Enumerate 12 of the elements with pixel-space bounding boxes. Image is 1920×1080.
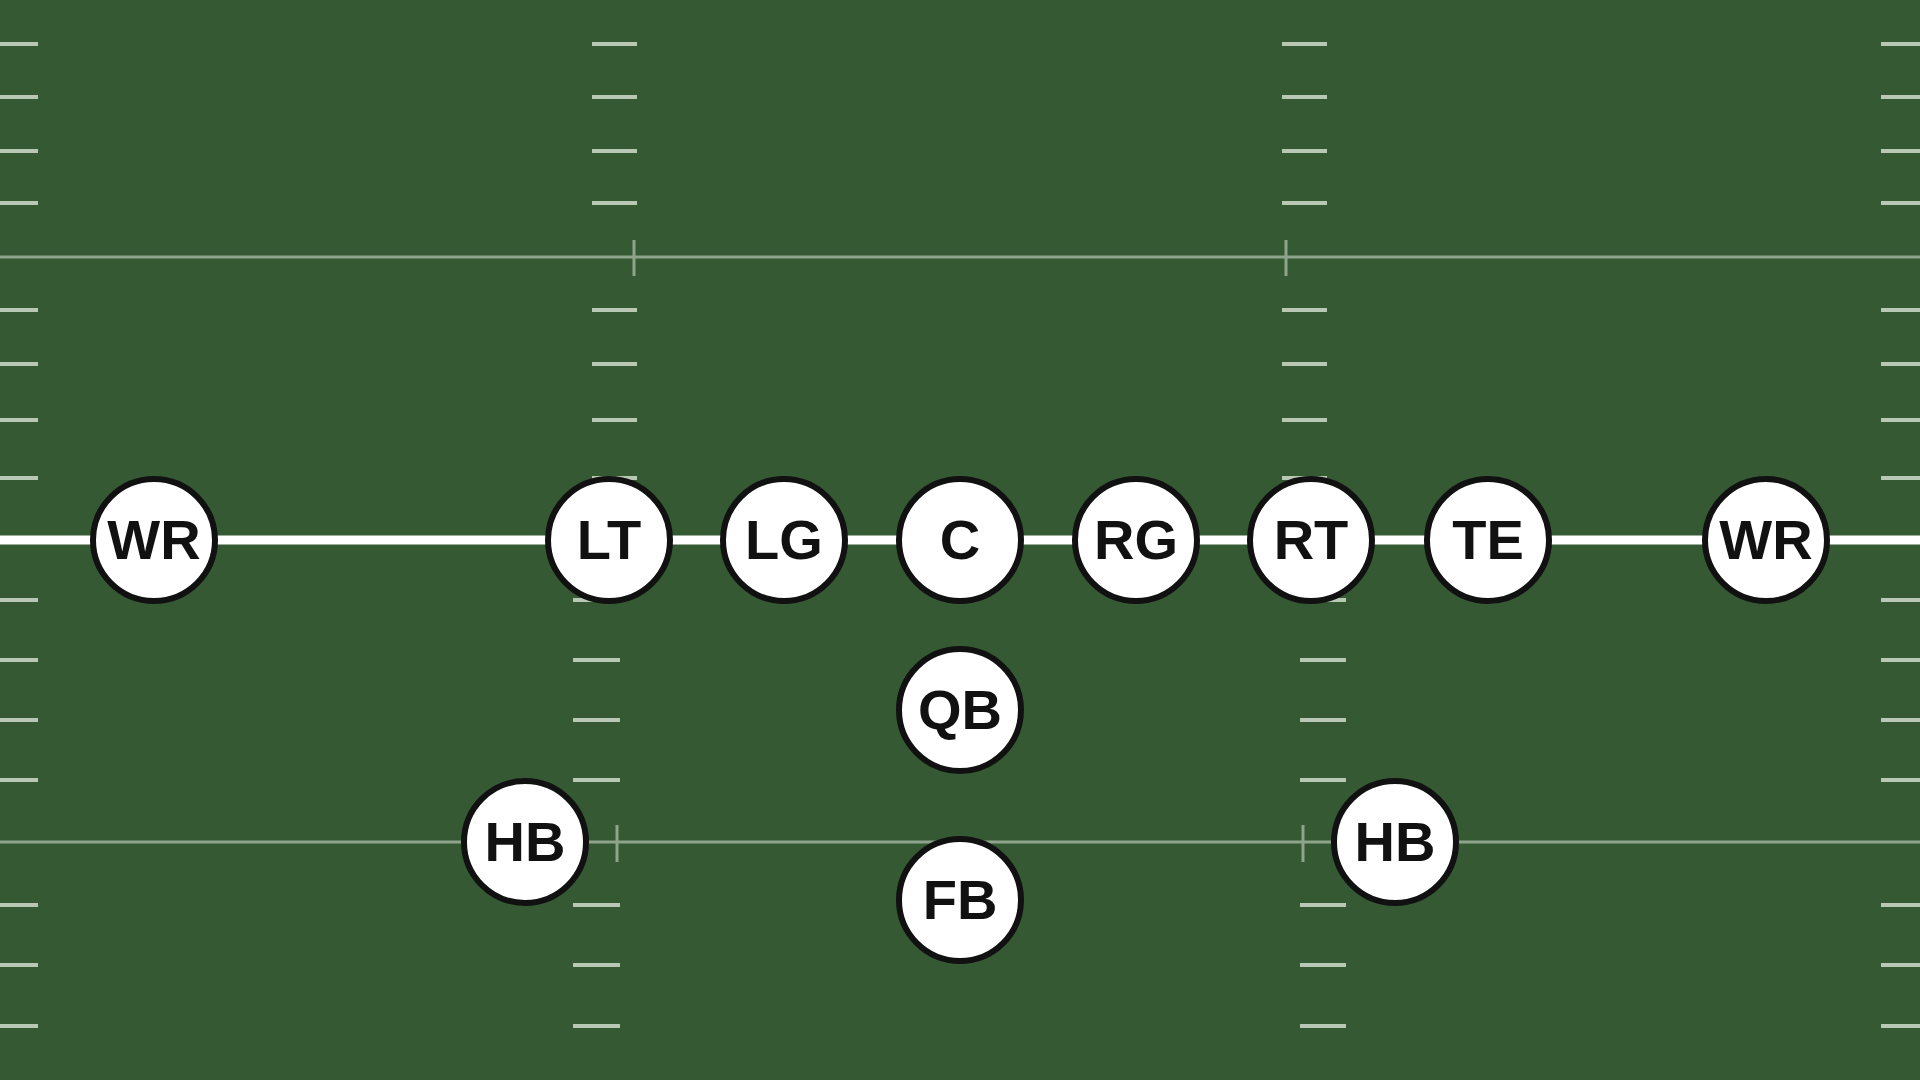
position-label: HB (1354, 814, 1436, 870)
position-label: QB (918, 682, 1002, 738)
position-label: LT (576, 512, 642, 568)
position-label: HB (484, 814, 566, 870)
position-label: WR (107, 512, 201, 568)
position-label: C (939, 512, 981, 568)
position-label: RT (1273, 512, 1349, 568)
position-label: LG (745, 512, 823, 568)
position-label: RG (1094, 512, 1178, 568)
position-label: WR (1719, 512, 1813, 568)
position-label: TE (1452, 512, 1524, 568)
position-label: FB (922, 872, 998, 928)
